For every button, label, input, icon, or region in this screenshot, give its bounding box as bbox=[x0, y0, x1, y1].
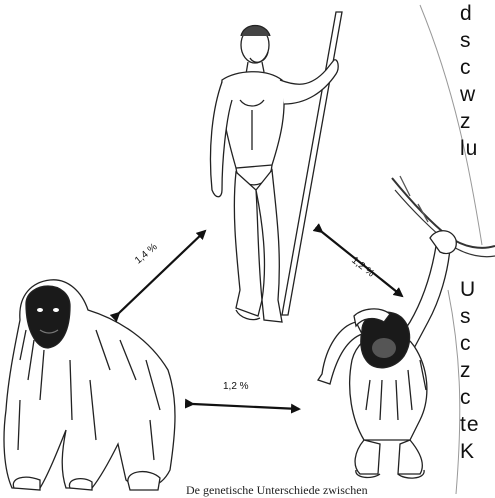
side-text-line: c bbox=[460, 54, 478, 81]
side-text-line: U bbox=[460, 276, 480, 303]
human-figure bbox=[210, 12, 342, 322]
arrow-gorilla-chimpanzee bbox=[193, 404, 299, 409]
side-text-line: lu bbox=[460, 135, 478, 162]
gorilla-figure bbox=[4, 280, 175, 490]
pct-label-gorilla-chimpanzee: 1,2 % bbox=[223, 381, 249, 392]
side-text-bottom: U s c z c te K bbox=[460, 276, 480, 465]
side-text-line: c bbox=[460, 330, 480, 357]
side-text-line: s bbox=[460, 27, 478, 54]
arrow-human-gorilla bbox=[119, 231, 205, 313]
side-text-line: z bbox=[460, 108, 478, 135]
side-text-line: c bbox=[460, 384, 480, 411]
figure-caption: De genetische Unterschiede zwischen bbox=[186, 483, 368, 498]
side-text-line: K bbox=[460, 438, 480, 465]
side-text-line: w bbox=[460, 81, 478, 108]
side-text-line: d bbox=[460, 0, 478, 27]
side-text-top: d s c w z lu bbox=[460, 0, 478, 162]
side-text-line: s bbox=[460, 303, 480, 330]
curve-line bbox=[448, 290, 460, 494]
side-text-line: z bbox=[460, 357, 480, 384]
side-text-line: te bbox=[460, 411, 480, 438]
